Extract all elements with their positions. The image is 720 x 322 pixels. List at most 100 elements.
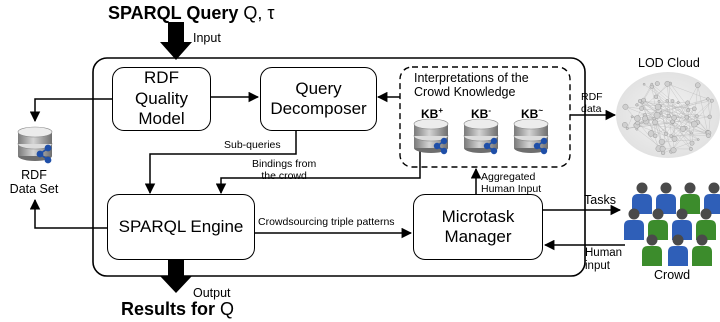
lod-node: [694, 114, 699, 118]
lod-edge: [643, 99, 693, 144]
person-body: [632, 194, 652, 214]
lod-node: [670, 147, 677, 154]
lod-node: [653, 94, 659, 99]
lod-node: [689, 131, 693, 135]
lod-node: [660, 150, 666, 156]
lod-edge: [667, 83, 672, 137]
lod-node: [709, 98, 714, 103]
person-head: [628, 208, 640, 220]
lod-node: [658, 138, 665, 145]
lod-node: [642, 82, 646, 86]
lod-cloud-graph-icon: [616, 72, 720, 158]
lod-edge: [636, 104, 699, 140]
input-arrow: [160, 22, 192, 60]
person-head: [700, 208, 712, 220]
human-input-label: Human input: [585, 247, 622, 273]
share-icon: [483, 137, 498, 155]
lod-cloud-label: LOD Cloud: [638, 56, 700, 70]
tasks-label: Tasks: [584, 193, 616, 207]
microtask-manager-box: Microtask Manager: [413, 194, 543, 260]
lod-edge: [643, 99, 691, 150]
lod-node: [634, 115, 641, 122]
lod-edge: [660, 112, 693, 144]
kb-minus-text: KB: [471, 107, 489, 121]
lod-node: [639, 106, 644, 111]
query-label: SPARQL Query: [108, 3, 239, 23]
results-symbol: Q: [220, 299, 235, 319]
lod-edge: [658, 101, 672, 152]
rdf-data-label-line1: RDF: [581, 91, 603, 103]
human-input-label-line2: input: [585, 260, 610, 273]
query-symbols: Q, τ: [243, 3, 275, 23]
kb-tilde-label: KB~: [521, 106, 543, 122]
person-head: [672, 234, 684, 246]
lod-node: [706, 133, 711, 138]
interpretations-title: Interpretations of the Crowd Knowledge: [414, 71, 529, 100]
person-head: [652, 208, 664, 220]
lod-edge: [627, 122, 656, 129]
share-icon: [433, 137, 448, 155]
output-results-title: Results for Q: [121, 299, 234, 320]
edge-engine-to-dataset: [29, 198, 107, 229]
person-head: [708, 182, 720, 194]
lod-edge: [643, 86, 652, 101]
lod-edge: [660, 105, 709, 134]
lod-edge: [658, 100, 712, 149]
lod-edge: [667, 100, 698, 123]
output-arrow: [160, 258, 192, 293]
lod-node: [707, 114, 712, 119]
system-boundary: [92, 57, 586, 277]
edge-quality-to-dataset: [29, 98, 112, 123]
lod-node: [664, 80, 671, 87]
lod-node: [686, 108, 691, 113]
lod-edge: [670, 83, 708, 133]
lod-node: [688, 147, 693, 151]
rdf-dataset-label-line2: Data Set: [9, 182, 59, 197]
kb-plus-database-icon: [413, 118, 449, 155]
crowd-people-icon: [624, 182, 720, 266]
lod-edge: [667, 83, 695, 125]
lod-edge: [637, 122, 709, 134]
rdf-quality-model-box: RDF Quality Model: [112, 67, 211, 131]
rdf-data-label: RDF data: [581, 91, 603, 115]
lod-edge: [643, 84, 687, 118]
lod-node: [694, 82, 701, 88]
aggregated-label: Aggregated Human Input: [481, 171, 541, 195]
lod-edge: [677, 102, 687, 118]
bindings-label: Bindings from the crowd: [252, 158, 316, 182]
edge-bindings-to-engine: [215, 150, 421, 195]
lod-node: [630, 115, 634, 119]
rdf-data-label-line2: data: [581, 103, 602, 116]
lod-node: [659, 145, 666, 152]
lod-node: [625, 126, 629, 130]
lod-node: [679, 125, 686, 132]
kb-plus-label: KB+: [421, 106, 443, 122]
crowd-label: Crowd: [654, 268, 691, 282]
lod-node: [654, 81, 660, 87]
person-body: [642, 246, 662, 266]
lod-node: [641, 97, 646, 103]
lod-edge: [672, 100, 684, 129]
kb-tilde-sup: ~: [538, 106, 544, 115]
lod-node: [635, 103, 639, 107]
lod-edge: [660, 105, 695, 109]
kb-tilde-text: KB: [521, 107, 539, 121]
lod-edge: [645, 118, 686, 128]
interpretations-box: [399, 66, 571, 168]
kb-plus-sup: +: [438, 106, 444, 115]
lod-node: [689, 140, 695, 146]
lod-edge: [685, 127, 709, 134]
lod-edge: [625, 106, 664, 154]
kb-minus-sup: -: [488, 106, 492, 115]
input-query-title: SPARQL Query Q, τ: [108, 3, 275, 24]
interpretations-title-line2: Crowd Knowledge: [414, 85, 516, 100]
lod-edge: [655, 96, 698, 123]
rdf-dataset-database-icon: [17, 126, 53, 164]
kb-plus-text: KB: [421, 107, 439, 121]
person-head: [636, 182, 648, 194]
aggregated-label-line2: Human Input: [481, 183, 542, 196]
person-head: [646, 234, 658, 246]
lod-edge: [655, 122, 673, 137]
